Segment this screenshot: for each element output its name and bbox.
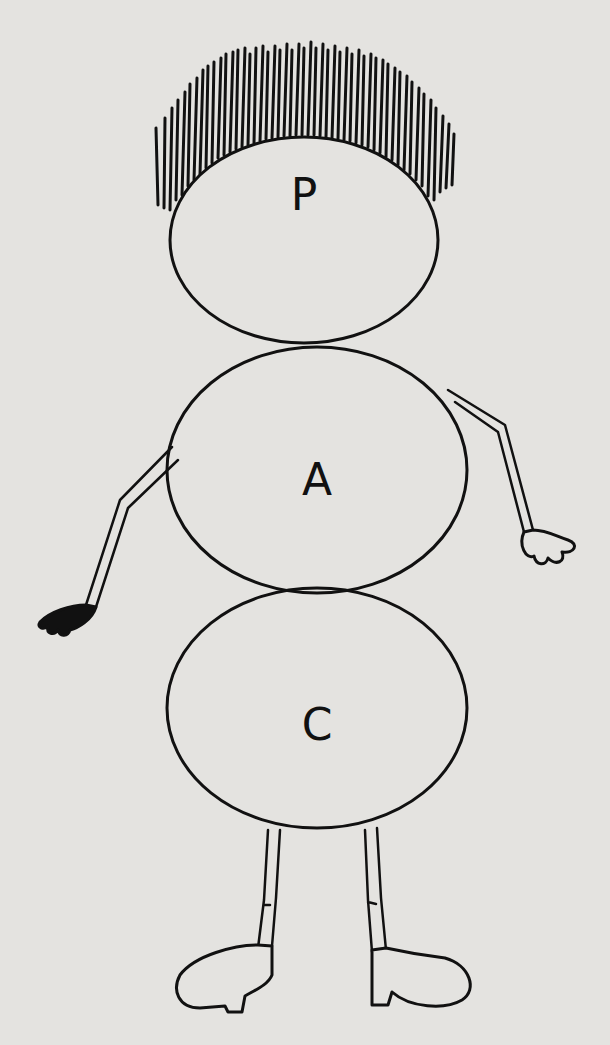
right-boot: [372, 948, 470, 1006]
circle-outline: [170, 137, 438, 343]
ego-state-letter: A: [165, 456, 469, 504]
right-leg: [365, 828, 386, 952]
ego-state-letter: C: [165, 701, 469, 749]
ego-state-circle: C: [165, 586, 469, 830]
ego-state-letter: P: [168, 171, 440, 219]
ego-state-circle: P: [168, 135, 440, 345]
right-hand: [522, 530, 575, 564]
left-leg: [258, 830, 280, 948]
left-boot: [177, 945, 272, 1012]
right-arm: [448, 390, 533, 532]
circle-outline: [168, 135, 440, 345]
left-arm: [86, 447, 178, 607]
left-hand: [39, 605, 96, 635]
ego-state-circle: A: [165, 345, 469, 595]
